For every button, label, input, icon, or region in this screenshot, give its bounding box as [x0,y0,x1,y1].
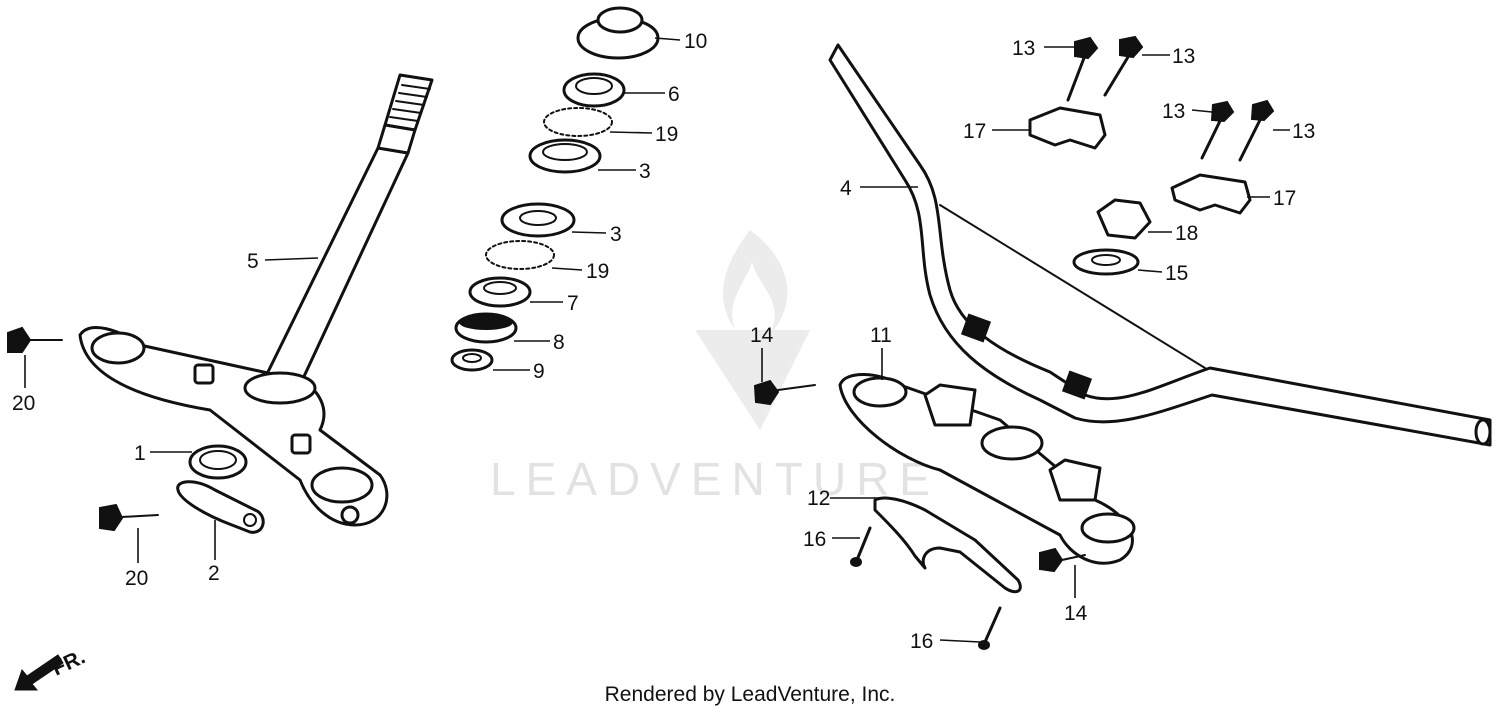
washer-15 [1072,248,1140,276]
steel-ball-ring-19-lower [485,240,555,270]
handlebar-holder-17-upper [1028,106,1107,150]
dust-seal-8 [454,312,518,344]
callout-11: 11 [870,324,892,347]
cable-guide-part [176,480,265,534]
callout-18: 18 [1175,222,1198,245]
bolt-20-upper [7,326,63,353]
callout-12: 12 [807,487,830,510]
callout-8: 8 [553,331,565,354]
callout-13-c: 13 [1162,100,1185,123]
callout-3-upper: 3 [639,160,651,183]
top-thread-nut-10 [576,6,660,60]
callout-14-lower: 14 [1064,602,1088,625]
callout-6: 6 [668,83,680,106]
callout-17-lower: 17 [1273,187,1296,210]
callout-10: 10 [684,30,707,53]
leader-lines [24,37,1290,643]
callout-7: 7 [567,292,579,315]
bolt-13-a [1066,36,1099,102]
callout-16-upper: 16 [803,528,826,551]
callout-5: 5 [247,250,259,273]
bolt-14-upper [753,379,816,406]
lower-triple-clamp [78,326,389,527]
screw-16-upper [850,526,872,567]
race-3-lower [500,202,576,238]
adjusting-nut-6 [562,72,626,108]
callout-2: 2 [208,562,220,585]
callout-20-lower: 20 [125,567,148,590]
callout-17-upper: 17 [963,120,986,143]
steering-stem-part [263,73,434,387]
watermark-v-icon [695,330,810,430]
upper-triple-clamp [838,373,1136,565]
watermark-text: LEADVENTURE [490,453,940,505]
watermark-flame-icon [723,230,788,335]
callout-labels: 10 6 19 3 3 19 7 8 9 5 1 2 20 20 4 13 13… [12,30,1315,653]
nut-18 [1096,198,1152,240]
callout-3-lower: 3 [610,223,622,246]
bolt-13-c [1200,100,1235,160]
render-credit: Rendered by LeadVenture, Inc. [604,683,896,706]
bolt-14-lower [1039,547,1086,573]
stem-seal-part [188,444,248,480]
washer-9 [450,348,494,372]
wire-clip-plate [873,496,1022,594]
callout-9: 9 [533,360,545,383]
steel-ball-ring-19-upper [543,107,613,137]
bolt-20-lower [99,503,159,532]
race-7 [468,276,532,308]
callout-4: 4 [840,177,852,200]
screw-16-lower [978,606,1002,650]
front-arrow-icon [14,654,64,691]
bolt-13-d [1238,99,1275,162]
handlebar-part [828,43,1492,447]
callout-13-d: 13 [1292,120,1315,143]
callout-13-a: 13 [1012,37,1035,60]
callout-19-lower: 19 [586,260,609,283]
callout-16-lower: 16 [910,630,933,653]
callout-20-upper: 20 [12,392,35,415]
callout-1: 1 [134,442,146,465]
callout-13-b: 13 [1172,45,1195,68]
bolt-13-b [1103,35,1144,97]
front-label: FR. [48,645,88,680]
race-3-upper [528,138,602,174]
callout-14-upper: 14 [750,324,774,347]
callout-19-upper: 19 [655,123,678,146]
handlebar-holder-17-lower [1170,173,1252,215]
leadventure-watermark: LEADVENTURE [490,230,940,505]
callout-15: 15 [1165,262,1188,285]
